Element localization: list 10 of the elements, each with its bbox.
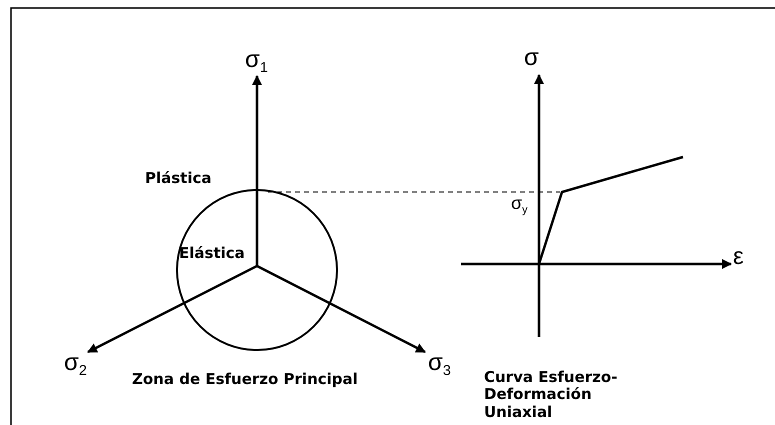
axis-label: σ$_{y}$ <box>511 193 528 216</box>
axis-label: σ$_{1}$ <box>245 46 268 77</box>
zone-label: Plástica <box>145 170 212 188</box>
caption: Curva Esfuerzo- Deformación Uniaxial <box>484 369 618 421</box>
caption: Zona de Esfuerzo Principal <box>132 371 358 388</box>
axis-label: σ <box>524 44 539 72</box>
axis-label: σ$_{3}$ <box>428 349 451 380</box>
axis-label: σ$_{2}$ <box>64 349 87 380</box>
axis-label: ε <box>733 243 744 271</box>
zone-label: Elástica <box>179 245 245 262</box>
